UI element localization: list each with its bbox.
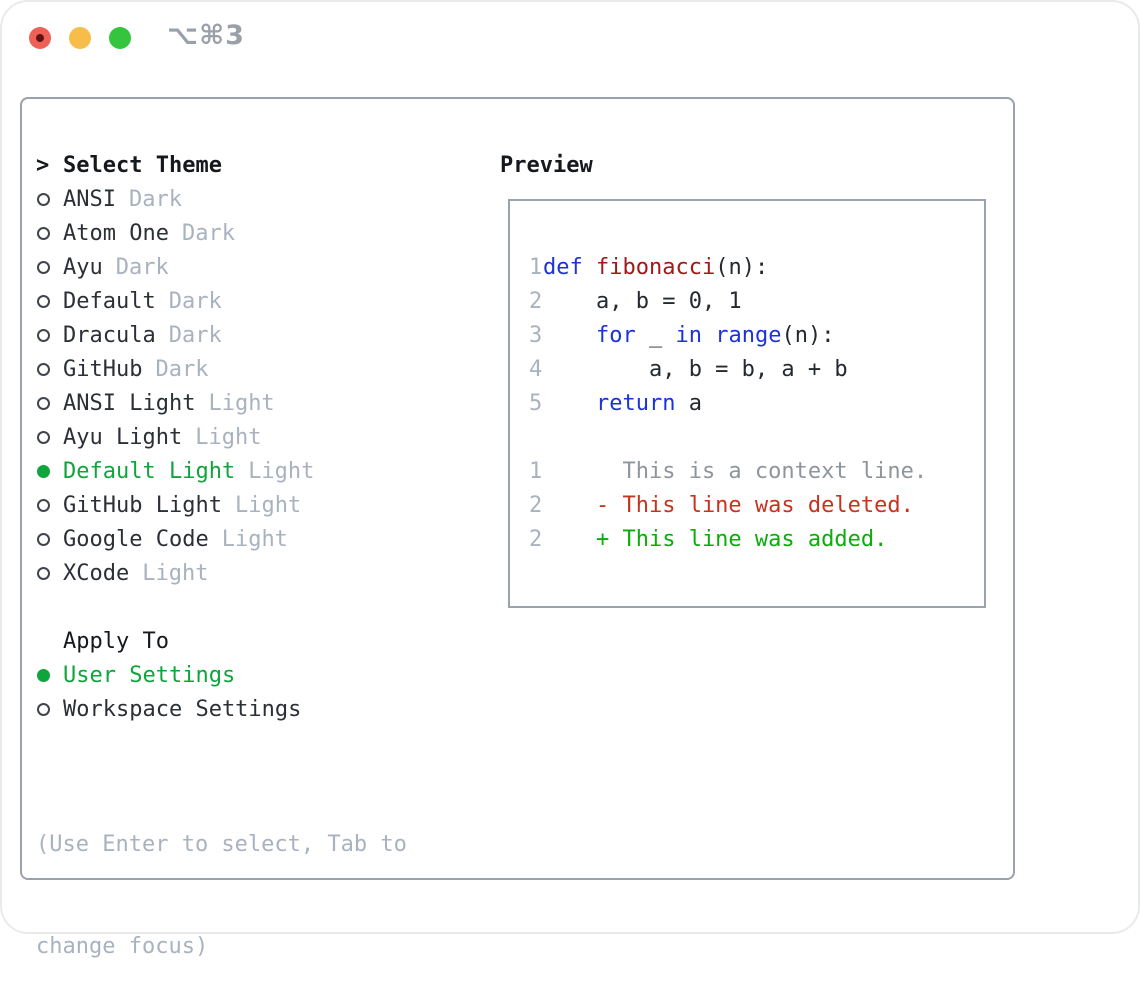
line-content: for _ in range(n):: [595, 322, 835, 348]
theme-variant-badge: Light: [221, 526, 288, 552]
theme-name: XCode: [63, 560, 130, 586]
close-button-dot: [36, 34, 44, 42]
theme-variant-badge: Light: [248, 458, 315, 484]
theme-variant-badge: Dark: [168, 288, 222, 314]
radio-icon: [37, 566, 50, 580]
radio-icon: [37, 430, 50, 444]
help-line-1: (Use Enter to select, Tab to: [36, 832, 407, 857]
theme-variant-badge: Dark: [128, 186, 182, 212]
theme-option-dracula[interactable]: Dracula Dark: [36, 318, 314, 352]
radio-selected-icon: [37, 464, 50, 478]
theme-variant-badge: Dark: [155, 356, 209, 382]
radio-icon: [37, 192, 50, 206]
radio-icon: [37, 294, 50, 308]
theme-variant-badge: Light: [195, 424, 262, 450]
help-text: (Use Enter to select, Tab to change focu…: [36, 760, 407, 998]
line-content: - This line was deleted.: [543, 492, 914, 518]
line-content: a, b = 0, 1: [543, 288, 742, 314]
line-number: 2: [529, 288, 543, 314]
theme-variant-badge: Light: [208, 390, 275, 416]
apply-option-label: Workspace Settings: [63, 696, 302, 722]
apply-to-title: Apply To: [63, 628, 169, 654]
theme-name: Default: [63, 288, 156, 314]
cursor-prompt-icon: >: [36, 152, 50, 178]
theme-option-default-light[interactable]: Default Light Light: [36, 454, 314, 488]
line-number: 1: [529, 254, 543, 280]
theme-variant-badge: Light: [142, 560, 209, 586]
minimize-button[interactable]: [69, 27, 91, 49]
line-content: + This line was added.: [543, 526, 888, 552]
radio-icon: [37, 702, 50, 716]
theme-variant-badge: Dark: [168, 322, 222, 348]
radio-icon: [37, 226, 50, 240]
radio-selected-icon: [37, 668, 50, 682]
theme-name: Ayu Light: [63, 424, 183, 450]
line-number: 2: [529, 492, 543, 518]
theme-option-ayu-light[interactable]: Ayu Light Light: [36, 420, 314, 454]
theme-name: Dracula: [63, 322, 156, 348]
theme-name: Atom One: [63, 220, 169, 246]
code-line: 2 + This line was added.: [529, 522, 927, 556]
line-number: 2: [529, 526, 543, 552]
theme-option-github-light[interactable]: GitHub Light Light: [36, 488, 314, 522]
traffic-lights: [29, 27, 131, 49]
line-content: def fibonacci(n):: [543, 254, 769, 280]
preview-title: Preview: [500, 152, 593, 178]
theme-option-ansi[interactable]: ANSI Dark: [36, 182, 314, 216]
code-line: 5 return a: [529, 386, 927, 420]
theme-variant-badge: Dark: [115, 254, 169, 280]
theme-name: ANSI: [63, 186, 116, 212]
theme-variant-badge: Light: [234, 492, 302, 518]
theme-option-ansi-light[interactable]: ANSI Light Light: [36, 386, 314, 420]
theme-variant-badge: Dark: [181, 220, 235, 246]
theme-option-default[interactable]: Default Dark: [36, 284, 314, 318]
code-line: 3 for _ in range(n):: [529, 318, 927, 352]
radio-icon: [37, 328, 50, 342]
theme-name: Default Light: [63, 458, 236, 484]
theme-name: ANSI Light: [63, 390, 196, 416]
select-theme-title: Select Theme: [63, 152, 222, 178]
apply-option-user-settings[interactable]: User Settings: [36, 658, 301, 692]
zoom-button[interactable]: [109, 27, 131, 49]
radio-icon: [37, 362, 50, 376]
apply-option-label: User Settings: [63, 662, 236, 688]
radio-icon: [37, 260, 50, 274]
theme-option-ayu[interactable]: Ayu Dark: [36, 250, 314, 284]
code-line: 2 a, b = 0, 1: [529, 284, 927, 318]
theme-option-xcode[interactable]: XCode Light: [36, 556, 314, 590]
line-number: 5: [529, 390, 543, 416]
radio-icon: [37, 396, 50, 410]
theme-name: Google Code: [63, 526, 209, 552]
line-number: 1: [529, 458, 543, 484]
theme-name: Ayu: [63, 254, 103, 280]
code-line: 4 a, b = b, a + b: [529, 352, 927, 386]
line-number: 3: [529, 322, 543, 348]
theme-list-header: > Select Theme: [36, 148, 314, 182]
radio-icon: [37, 532, 50, 546]
code-line: [529, 420, 927, 454]
code-line: 2 - This line was deleted.: [529, 488, 927, 522]
line-content: This is a context line.: [543, 458, 928, 484]
line-number: 4: [529, 356, 543, 382]
apply-option-workspace-settings[interactable]: Workspace Settings: [36, 692, 301, 726]
line-content: return a: [595, 390, 702, 416]
theme-option-atom-one[interactable]: Atom One Dark: [36, 216, 314, 250]
close-button[interactable]: [29, 27, 51, 49]
theme-option-github[interactable]: GitHub Dark: [36, 352, 314, 386]
apply-to-header-row: Apply To: [36, 624, 301, 658]
radio-icon: [37, 498, 50, 512]
code-line: 1 This is a context line.: [529, 454, 927, 488]
theme-option-google-code[interactable]: Google Code Light: [36, 522, 314, 556]
help-line-2: change focus): [36, 934, 209, 959]
theme-name: GitHub Light: [63, 492, 222, 518]
line-content: a, b = b, a + b: [543, 356, 848, 382]
theme-name: GitHub: [63, 356, 143, 382]
window-shortcut-label: ⌥⌘3: [167, 20, 245, 51]
